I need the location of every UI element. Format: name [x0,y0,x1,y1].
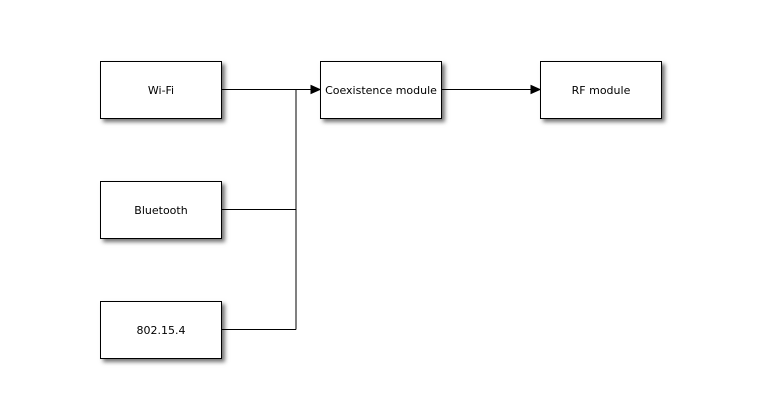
node-rf-module-label: RF module [571,83,631,97]
node-802-15-4[interactable]: 802.15.4 [100,301,222,359]
node-bluetooth-label: Bluetooth [134,203,188,217]
node-wifi[interactable]: Wi-Fi [100,61,222,119]
node-coexistence-module-label: Coexistence module [325,83,437,97]
node-rf-module[interactable]: RF module [540,61,662,119]
node-wifi-label: Wi-Fi [147,83,175,97]
node-802-15-4-label: 802.15.4 [136,323,186,337]
arrowhead-rf-input [530,84,542,95]
node-coexistence-module[interactable]: Coexistence module [320,61,442,119]
arrowhead-coexistence-input [310,84,322,95]
node-bluetooth[interactable]: Bluetooth [100,181,222,239]
